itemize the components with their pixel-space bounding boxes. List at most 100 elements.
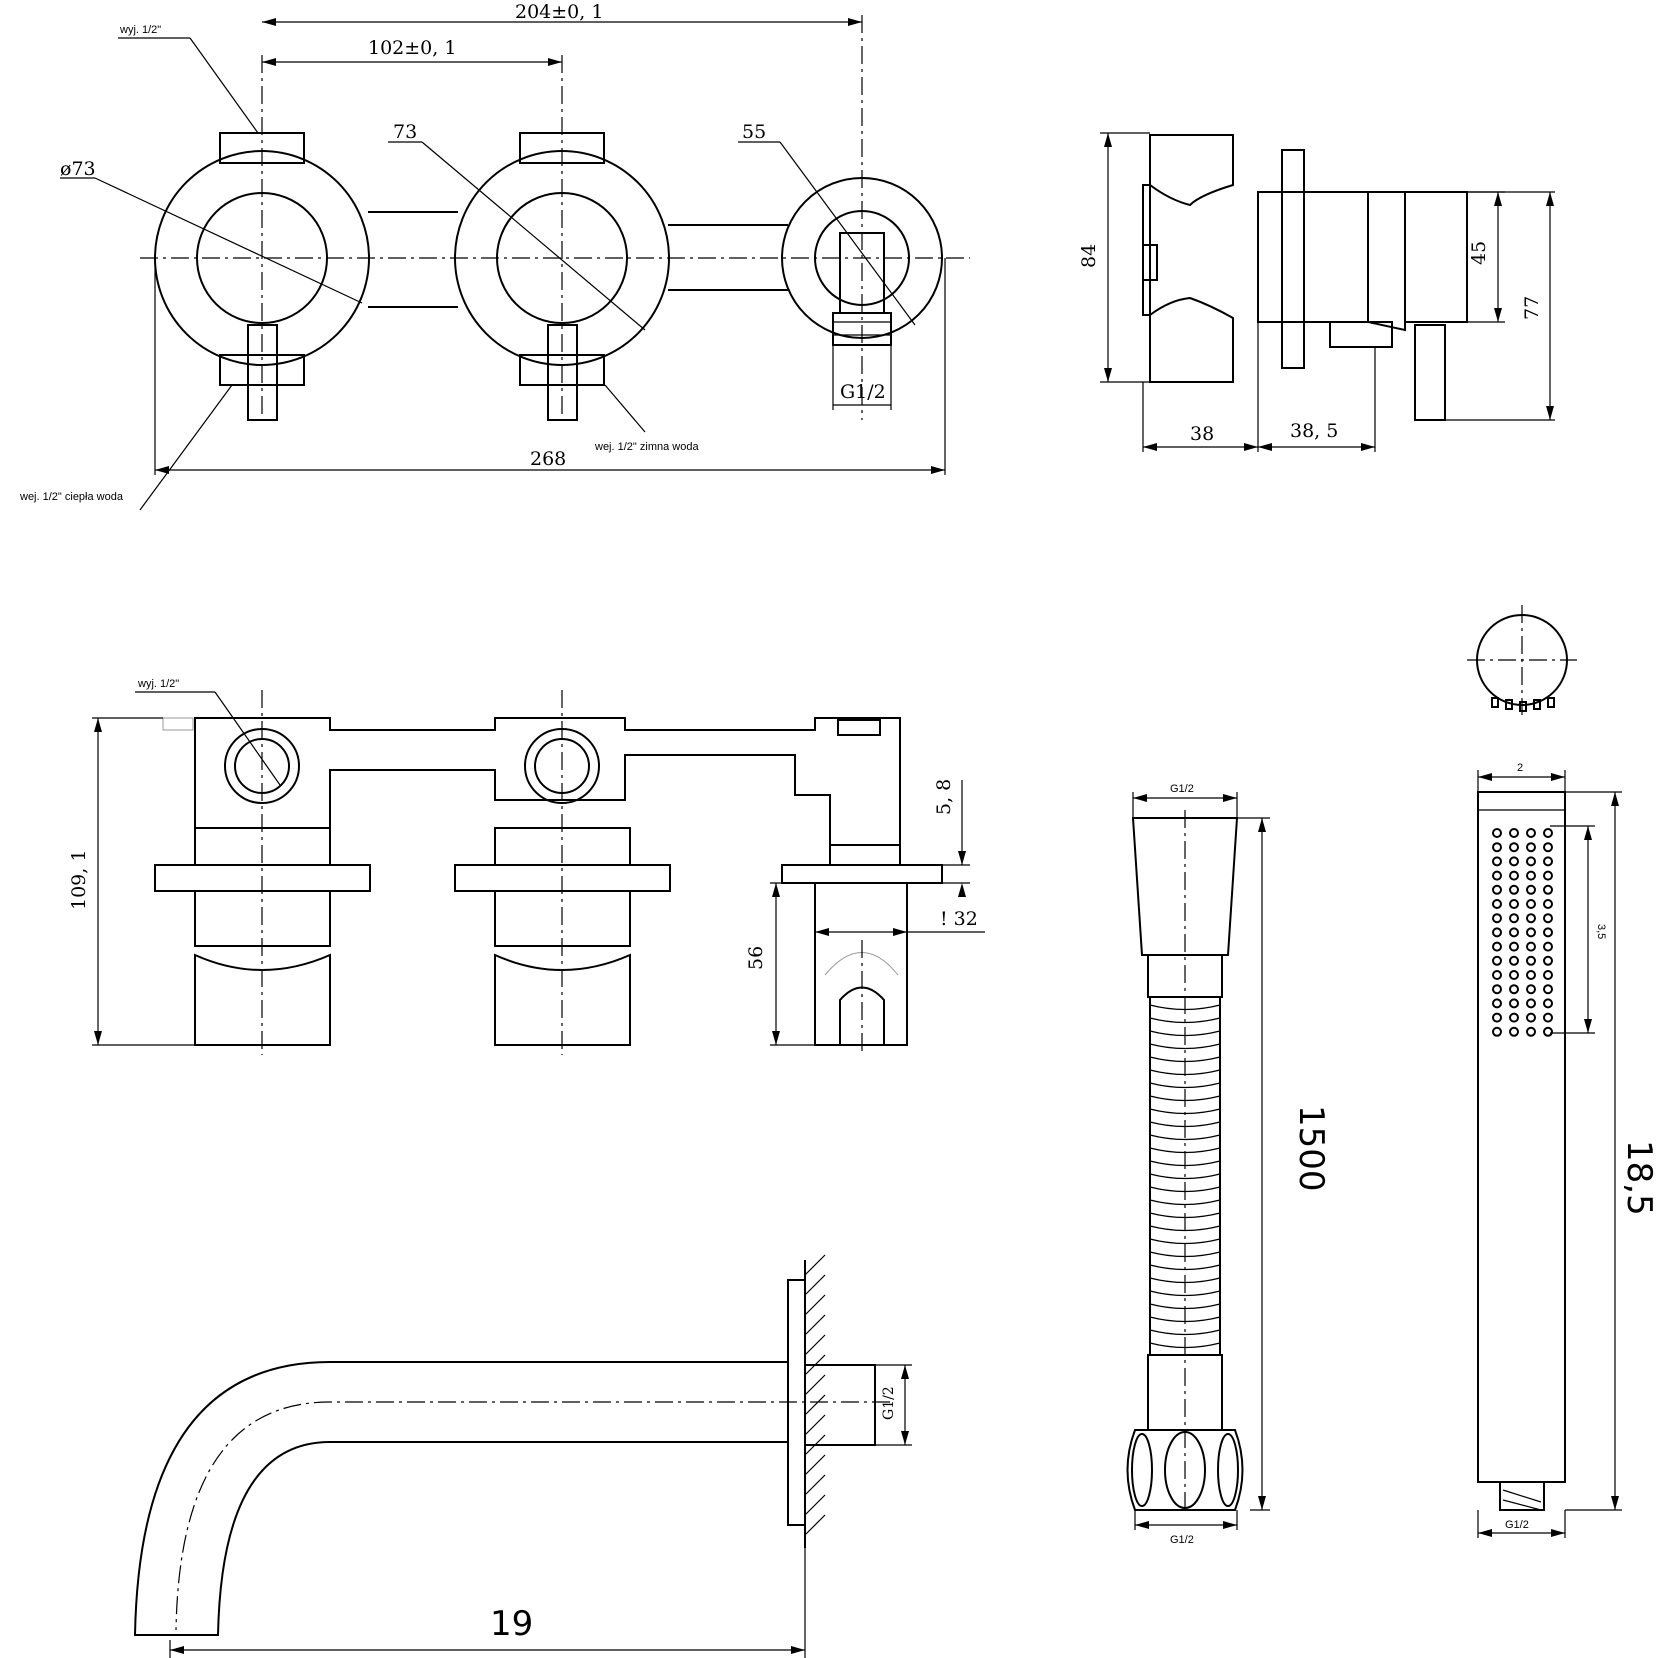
spray-nozzle	[1509, 1012, 1519, 1023]
wall-hatching	[804, 1254, 826, 1536]
spray-nozzle	[1492, 899, 1502, 909]
spray-nozzle	[1543, 927, 1553, 938]
spray-nozzle	[1543, 970, 1553, 980]
spray-nozzle	[1543, 899, 1553, 909]
shower-hose-view: G1/2 G1/2 1500	[1126, 783, 1331, 1546]
hose-coil	[1149, 1329, 1221, 1336]
spray-nozzle	[1492, 1012, 1502, 1023]
spray-nozzle	[1492, 870, 1502, 881]
dim-diameter-2: 2	[1517, 762, 1523, 774]
nozzle-studs	[1491, 697, 1555, 712]
dim-spray-length-3-5: 3,5	[1595, 924, 1607, 939]
spray-nozzle	[1543, 856, 1553, 867]
spray-nozzle	[1543, 984, 1553, 995]
dim-height-45: 45	[1468, 241, 1490, 265]
spray-nozzle	[1509, 998, 1519, 1009]
spray-nozzle	[1526, 899, 1536, 909]
spray-nozzle	[1526, 828, 1536, 838]
hand-shower-view: 2 3,5 18,5 G1/2	[1467, 605, 1659, 1538]
spray-nozzle	[1526, 913, 1536, 924]
dim-holder-width-32: ! 32	[940, 908, 978, 930]
spray-nozzle	[1492, 984, 1502, 995]
spray-nozzle	[1526, 984, 1536, 995]
dim-axis-distance-204: 204±0, 1	[515, 1, 603, 23]
hose-coil	[1149, 1290, 1221, 1297]
hose-coil	[1149, 1238, 1221, 1245]
spray-nozzle	[1543, 913, 1553, 924]
spray-nozzle	[1526, 927, 1536, 938]
spray-nozzle	[1543, 884, 1553, 895]
spray-nozzle	[1526, 856, 1536, 867]
dim-width-268: 268	[530, 448, 566, 470]
thread-handshower-g12: G1/2	[1505, 1519, 1529, 1531]
spray-nozzles	[1492, 828, 1553, 1037]
label-body-outlet-half-inch: wyj. 1/2"	[137, 678, 179, 690]
label-outlet-half-inch: wyj. 1/2"	[119, 24, 161, 36]
spray-nozzle	[1509, 984, 1519, 995]
spray-nozzle	[1509, 927, 1519, 938]
spray-nozzle	[1526, 870, 1536, 881]
thread-spout-g12: G1/2	[881, 1386, 897, 1420]
spray-nozzle	[1492, 927, 1502, 938]
front-view-mixer: 204±0, 1 102±0, 1 ø73 73 55 G1/2 268 wyj…	[19, 1, 970, 511]
thread-hose-bottom-g12: G1/2	[1170, 1534, 1194, 1546]
dim-total-length-18-5: 18,5	[1619, 1140, 1659, 1216]
spray-nozzle	[1492, 884, 1502, 895]
spray-nozzle	[1526, 884, 1536, 895]
spray-nozzle	[1509, 899, 1519, 909]
spray-nozzle	[1543, 941, 1553, 952]
spray-nozzle	[1509, 828, 1519, 838]
spray-nozzle	[1526, 1012, 1536, 1023]
hose-coil	[1149, 1082, 1221, 1089]
spray-nozzle	[1543, 870, 1553, 881]
hose-coil	[1149, 1134, 1221, 1141]
spray-nozzle	[1492, 998, 1502, 1009]
label-cold-water-inlet: wej. 1/2" zimna woda	[594, 441, 699, 453]
dim-diameter-73: ø73	[60, 158, 96, 180]
spray-nozzle	[1492, 913, 1502, 924]
spray-nozzle	[1543, 955, 1553, 966]
dim-depth-38-5: 38, 5	[1290, 420, 1338, 442]
spray-nozzle	[1509, 941, 1519, 952]
dim-height-84: 84	[1078, 244, 1100, 268]
thread-hose-top-g12: G1/2	[1170, 783, 1194, 795]
hose-coil	[1149, 1199, 1221, 1206]
spray-nozzle	[1509, 870, 1519, 881]
spray-nozzle	[1492, 1026, 1502, 1037]
spray-nozzle	[1543, 998, 1553, 1009]
spray-nozzle	[1509, 970, 1519, 980]
spray-nozzle	[1509, 856, 1519, 867]
concealed-body-view: 109, 1 wyj. 1/2" 5, 8 56 ! 32	[68, 678, 985, 1055]
dim-height-77: 77	[1521, 296, 1543, 320]
side-view-mixer: 84 45 77 38 38, 5	[1078, 132, 1555, 452]
spray-nozzle	[1509, 913, 1519, 924]
dim-depth-38: 38	[1190, 423, 1214, 445]
spray-nozzle	[1543, 828, 1553, 838]
spray-nozzle	[1543, 842, 1553, 853]
spray-nozzle	[1492, 941, 1502, 952]
dim-rosette-73: 73	[393, 121, 417, 143]
spray-nozzle	[1509, 842, 1519, 853]
dim-holder-56: 56	[745, 946, 767, 970]
spray-nozzle	[1543, 1012, 1553, 1023]
spray-nozzle	[1492, 970, 1502, 980]
bath-spout-view: G1/2 19	[133, 1254, 912, 1658]
spray-nozzle	[1492, 842, 1502, 853]
thread-outlet-g12: G1/2	[840, 381, 886, 403]
dim-hose-length-1500: 1500	[1291, 1105, 1331, 1192]
spray-nozzle	[1526, 955, 1536, 966]
spray-nozzle	[1509, 955, 1519, 966]
spray-nozzle	[1509, 1026, 1519, 1037]
dim-plate-5-8: 5, 8	[933, 779, 955, 815]
label-hot-water-inlet: wej. 1/2" ciepła woda	[19, 491, 124, 503]
spray-nozzle	[1509, 884, 1519, 895]
dim-height-109-1: 109, 1	[68, 850, 90, 910]
spray-nozzle	[1492, 828, 1502, 838]
dim-spout-length-19: 19	[490, 1604, 533, 1644]
spray-nozzle	[1543, 1026, 1553, 1037]
spray-nozzle	[1526, 970, 1536, 980]
dim-outlet-55: 55	[742, 121, 766, 143]
hose-coil	[1149, 1173, 1221, 1180]
spray-nozzle	[1526, 941, 1536, 952]
